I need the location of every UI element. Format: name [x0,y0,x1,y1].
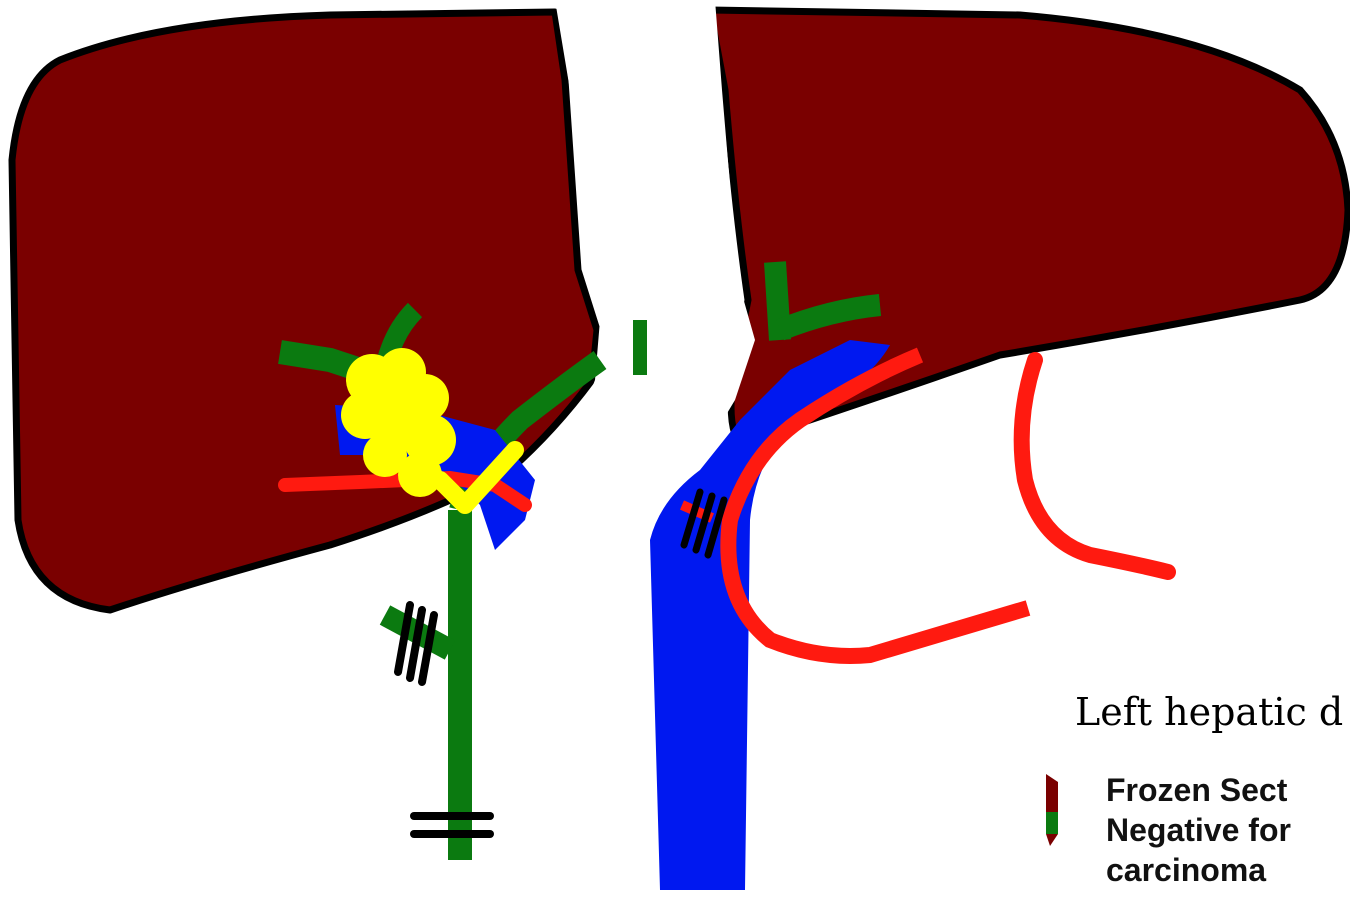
legend-text: Frozen Sect Negative for carcinoma [1106,770,1291,890]
specimen-margin-icon [1040,774,1062,846]
diagram-caption: Left hepatic d [1075,690,1343,734]
legend-line-1: Frozen Sect [1106,770,1291,810]
left-hepatic-duct-branch [775,262,780,340]
arterial-branch-loop [1022,360,1168,572]
legend: Frozen Sect Negative for carcinoma [1040,770,1350,910]
legend-line-2: Negative for [1106,810,1291,850]
legend-line-3: carcinoma [1106,850,1291,890]
